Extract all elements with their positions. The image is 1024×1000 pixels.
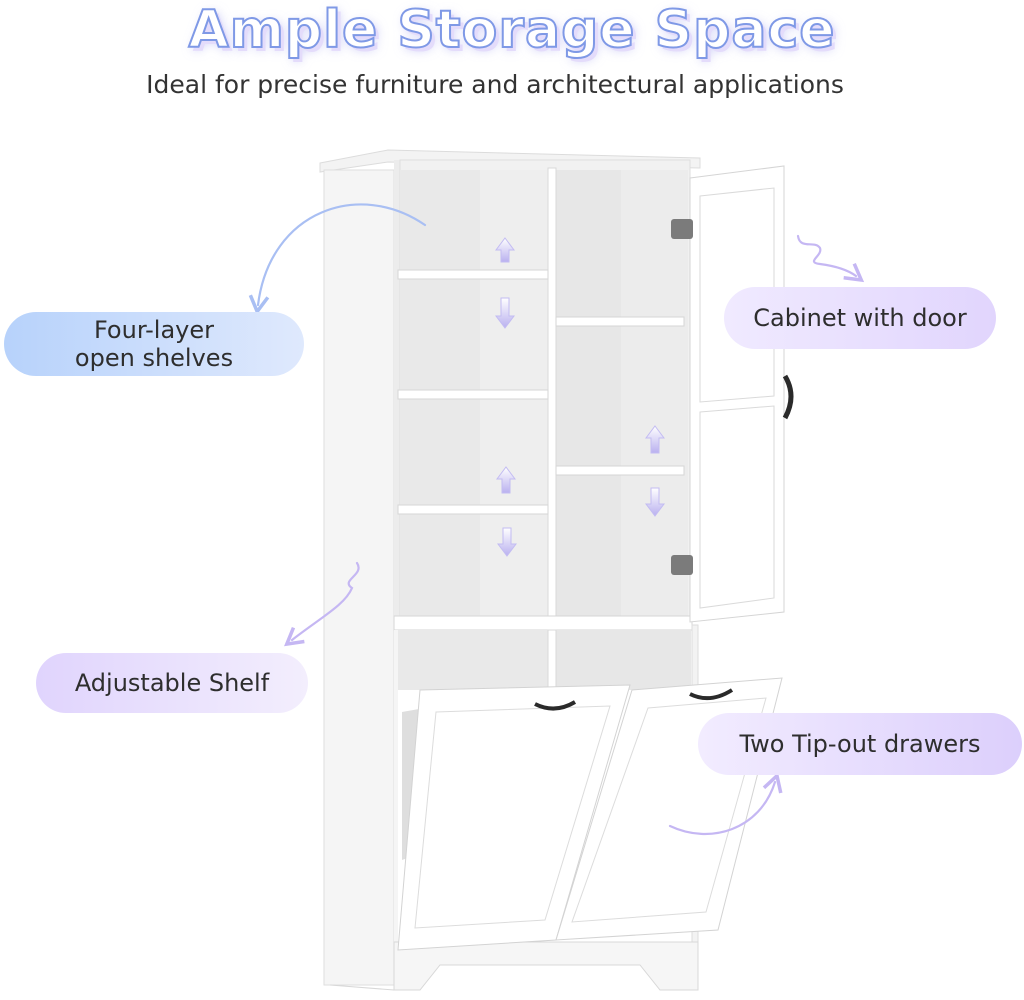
arrow-up-icon <box>495 237 515 263</box>
arrow-down-icon <box>497 527 517 557</box>
cabinet-door <box>671 165 794 623</box>
arrow-up-icon <box>496 466 516 494</box>
arrow-down-icon <box>495 297 515 329</box>
connector-adjustable <box>284 561 360 647</box>
callout-tip-out-drawers: Two Tip-out drawers <box>698 713 1022 775</box>
cabinet-body <box>319 149 701 991</box>
connector-cabinet <box>796 234 865 283</box>
page-subtitle: Ideal for precise furniture and architec… <box>146 70 844 99</box>
callout-four-layer-shelves: Four-layer open shelves <box>4 312 304 376</box>
callout-cabinet-with-door: Cabinet with door <box>724 287 996 349</box>
callout-adjustable-shelf: Adjustable Shelf <box>36 653 308 713</box>
connector-shelves <box>248 203 427 316</box>
connector-drawers <box>668 772 783 836</box>
arrow-up-icon <box>645 425 665 454</box>
callout-shelves-line2: open shelves <box>74 344 234 372</box>
page-title: Ample Storage Space <box>187 0 836 61</box>
callout-shelves-line1: Four-layer <box>93 316 215 344</box>
arrow-down-icon <box>645 487 665 517</box>
callout-connectors <box>248 203 865 836</box>
adjustment-arrows <box>495 237 665 557</box>
